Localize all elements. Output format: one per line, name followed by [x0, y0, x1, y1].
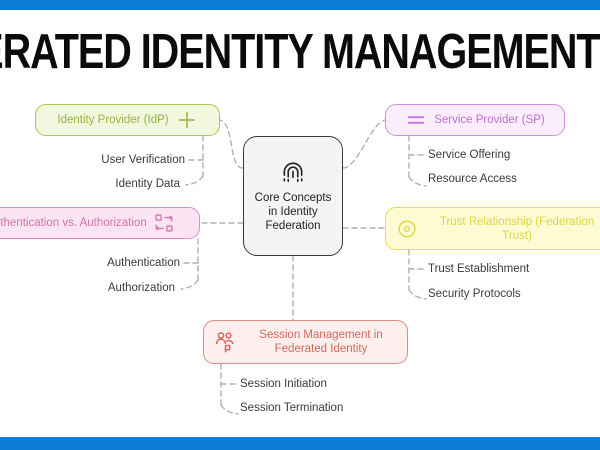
- subitem-identity-data: Identity Data: [115, 178, 180, 190]
- wire-center-idp: [219, 119, 244, 169]
- plus-icon: [176, 109, 198, 131]
- page-title: FEDERATED IDENTITY MANAGEMENT (FIM): [0, 23, 600, 79]
- wire-trust-child-1: [408, 289, 427, 300]
- subitem-authentication: Authentication: [107, 257, 180, 269]
- fingerprint-icon: [280, 160, 306, 186]
- node-core-concepts-label: Core Concepts in Identity Federation: [254, 191, 332, 232]
- subitem-resource-access: Resource Access: [428, 173, 517, 185]
- top-accent-bar: [0, 0, 600, 10]
- node-service-provider[interactable]: Service Provider (SP): [385, 104, 565, 136]
- wire-auth-child-1: [180, 279, 199, 290]
- bottom-accent-bar: [0, 437, 600, 450]
- subitem-session-initiation: Session Initiation: [240, 378, 327, 390]
- menu-lines-icon: [405, 109, 427, 131]
- wire-session-child-1: [220, 404, 239, 415]
- subitem-session-termination: Session Termination: [240, 402, 344, 414]
- subitem-trust-establishment: Trust Establishment: [428, 263, 530, 275]
- subitem-user-verification: User Verification: [101, 154, 185, 166]
- subitem-service-offering: Service Offering: [428, 149, 511, 161]
- target-dot-icon: [396, 218, 418, 240]
- node-identity-provider-label: Identity Provider (IdP): [57, 114, 169, 126]
- node-trust-relationship-label: Trust Relationship (Federation Trust): [439, 215, 595, 242]
- node-session-management[interactable]: Session Management in Federated Identity: [203, 320, 408, 364]
- node-trust-relationship[interactable]: Trust Relationship (Federation Trust): [385, 207, 600, 250]
- wire-idp-child-1: [185, 175, 204, 186]
- page-title-text: FEDERATED IDENTITY MANAGEMENT (FIM): [0, 23, 600, 79]
- users-group-icon: [214, 330, 238, 354]
- node-identity-provider[interactable]: Identity Provider (IdP): [35, 104, 220, 136]
- node-session-management-label: Session Management in Federated Identity: [259, 329, 383, 355]
- node-authentication-vs-authorization-label: Authentication vs. Authorization: [0, 217, 147, 229]
- subitem-security-protocols: Security Protocols: [428, 288, 521, 300]
- node-authentication-vs-authorization[interactable]: Authentication vs. Authorization: [0, 207, 200, 239]
- wire-center-sp: [342, 119, 386, 169]
- subitem-authorization: Authorization: [107, 282, 175, 294]
- node-service-provider-label: Service Provider (SP): [434, 114, 545, 126]
- wire-sp-child-1: [408, 176, 427, 187]
- swap-exchange-icon: [154, 213, 174, 233]
- node-core-concepts[interactable]: Core Concepts in Identity Federation: [243, 136, 343, 256]
